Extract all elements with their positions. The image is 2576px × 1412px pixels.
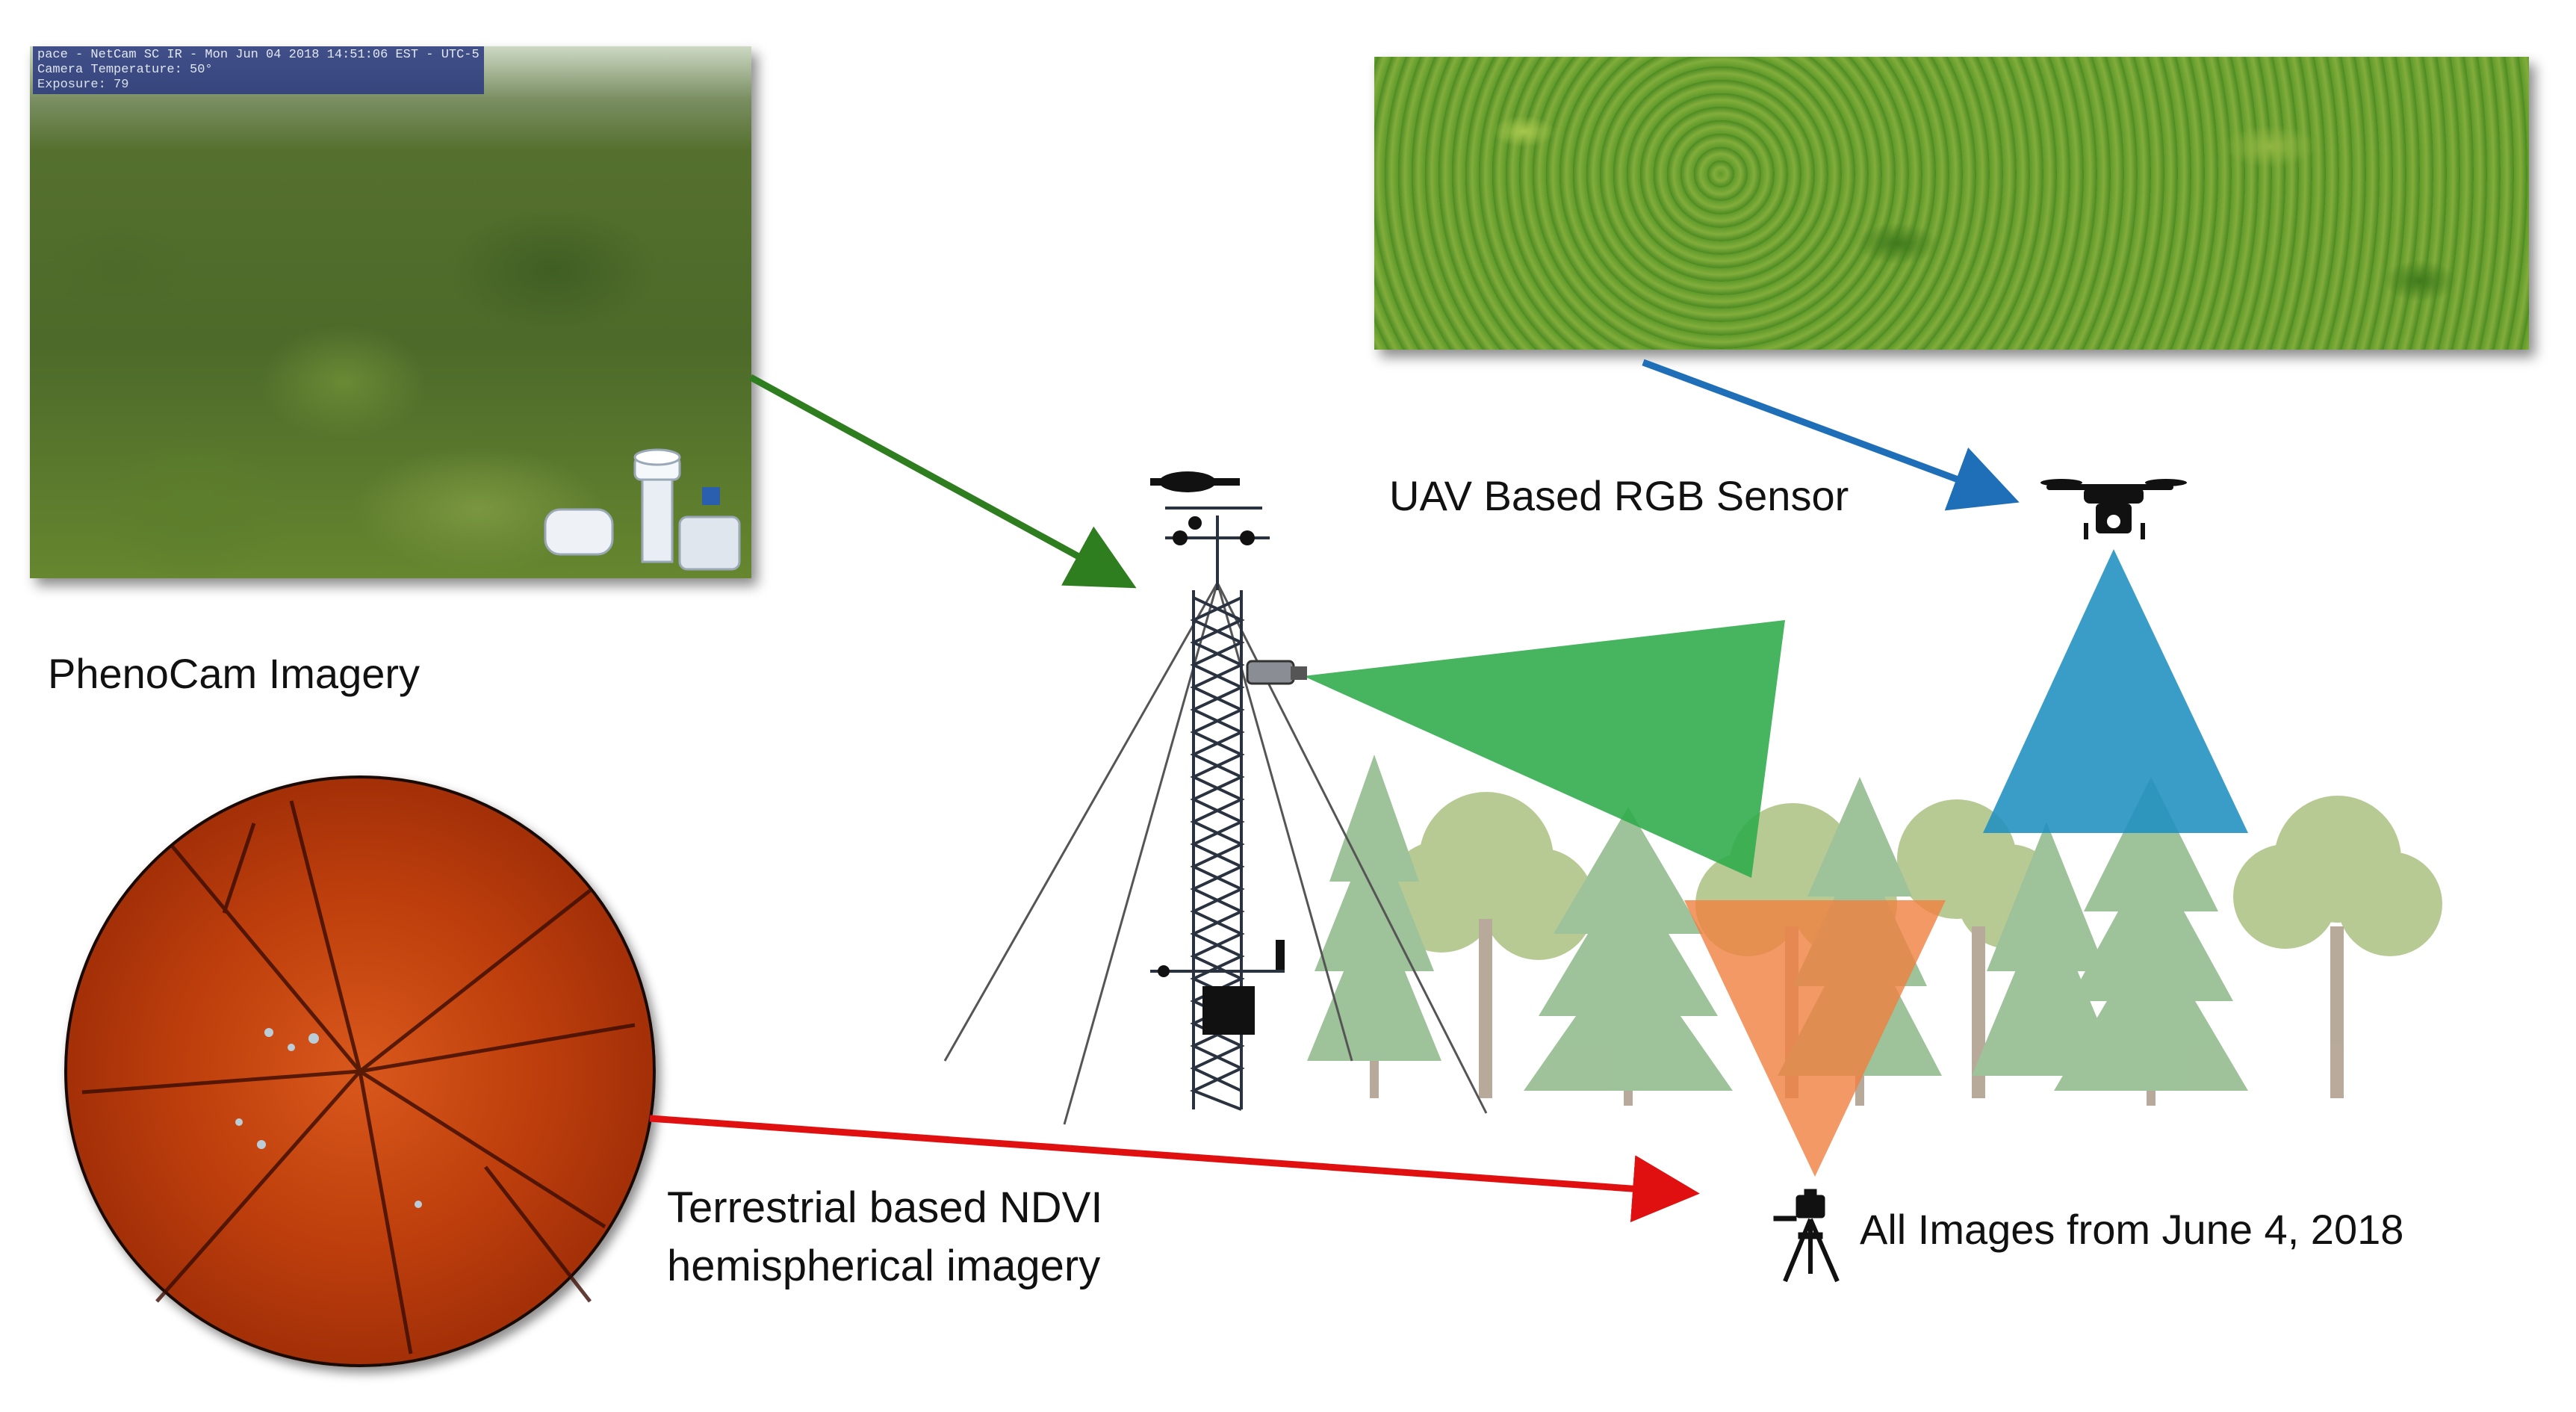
ndvi-arrow [649, 1115, 1700, 1223]
uav-label: UAV Based RGB Sensor [1389, 472, 1849, 519]
drone-icon [2040, 479, 2187, 539]
tripod-camera-icon [1773, 1189, 1840, 1283]
ndvi-label-line-2: hemispherical imagery [667, 1242, 1101, 1290]
ndvi-branches [81, 800, 636, 1354]
phenocam-overlay-text: pace - NetCam SC IR - Mon Jun 04 2018 14… [33, 46, 484, 94]
phenocam-image: pace - NetCam SC IR - Mon Jun 04 2018 14… [30, 46, 751, 578]
phenocam-label: PhenoCam Imagery [48, 650, 420, 697]
phenocam-arrow [748, 374, 1137, 589]
uav-rgb-image [1374, 57, 2529, 350]
uav-arrow [1642, 359, 2020, 511]
uav-fov [1983, 549, 2248, 833]
ground-camera-label: All Images from June 4, 2018 [1860, 1206, 2404, 1253]
tower-sensors [1150, 471, 1285, 1035]
ndvi-label: Terrestrial based NDVI hemispherical ima… [667, 1179, 1102, 1295]
tower-instrument-icon [544, 448, 741, 571]
ground-camera-fov [1684, 900, 1946, 1177]
phenocam-overlay-line-3: Exposure: 79 [37, 78, 129, 92]
phenocam-fov [1303, 620, 1785, 878]
ndvi-hemispherical-image [64, 775, 656, 1367]
phenocam-overlay-line-2: Camera Temperature: 50° [37, 63, 213, 77]
phenocam-camera-icon [1246, 660, 1307, 685]
phenocam-overlay-line-1: pace - NetCam SC IR - Mon Jun 04 2018 14… [37, 48, 479, 62]
ndvi-label-line-1: Terrestrial based NDVI [667, 1183, 1103, 1232]
